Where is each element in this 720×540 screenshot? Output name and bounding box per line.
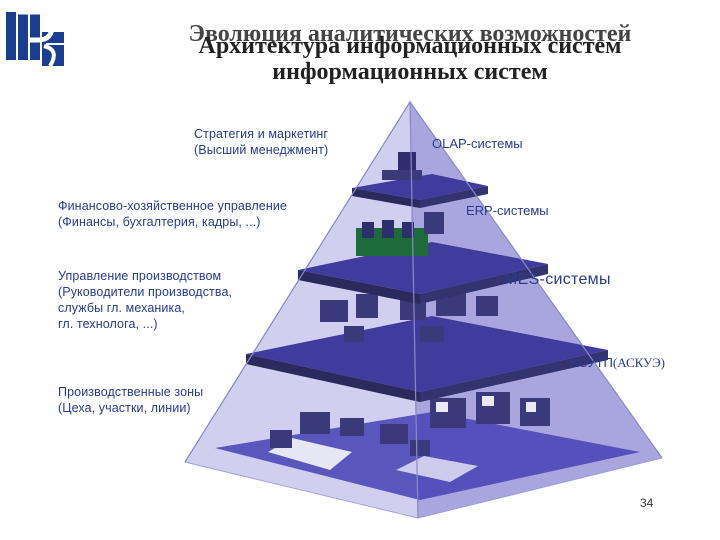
- slab-1: [246, 316, 608, 402]
- system-label-olap: OLAP-системы: [432, 136, 523, 151]
- system-label-askue: (АСКУЭ): [612, 355, 665, 370]
- level-label-finance: Финансово-хозяйственное управление (Фина…: [58, 199, 287, 229]
- slide-title: Архитектура информационных систем: [198, 33, 622, 59]
- page-number: 34: [640, 496, 654, 510]
- system-label-asutp: АСУТП(АСКУЭ): [570, 355, 665, 370]
- zone-equipment: [270, 392, 550, 456]
- level-label-strategy: Стратегия и маркетинг (Высший менеджмент…: [194, 127, 329, 157]
- finance-office: [356, 212, 444, 256]
- system-label-erp: ERP-системы: [466, 203, 549, 218]
- system-label-mes: MES-системы: [504, 271, 611, 288]
- level-label-production: Управление производством (Руководители п…: [58, 269, 233, 331]
- slide-title-line2: информационных систем: [272, 59, 548, 85]
- level-label-zones: Производственные зоны (Цеха, участки, ли…: [58, 385, 204, 415]
- slide-title-back: Эволюция аналитических возможностей: [188, 21, 632, 47]
- slab-2: [298, 242, 548, 304]
- production-equipment: [320, 290, 498, 342]
- university-logo: [4, 9, 68, 72]
- slab-3: [352, 174, 488, 208]
